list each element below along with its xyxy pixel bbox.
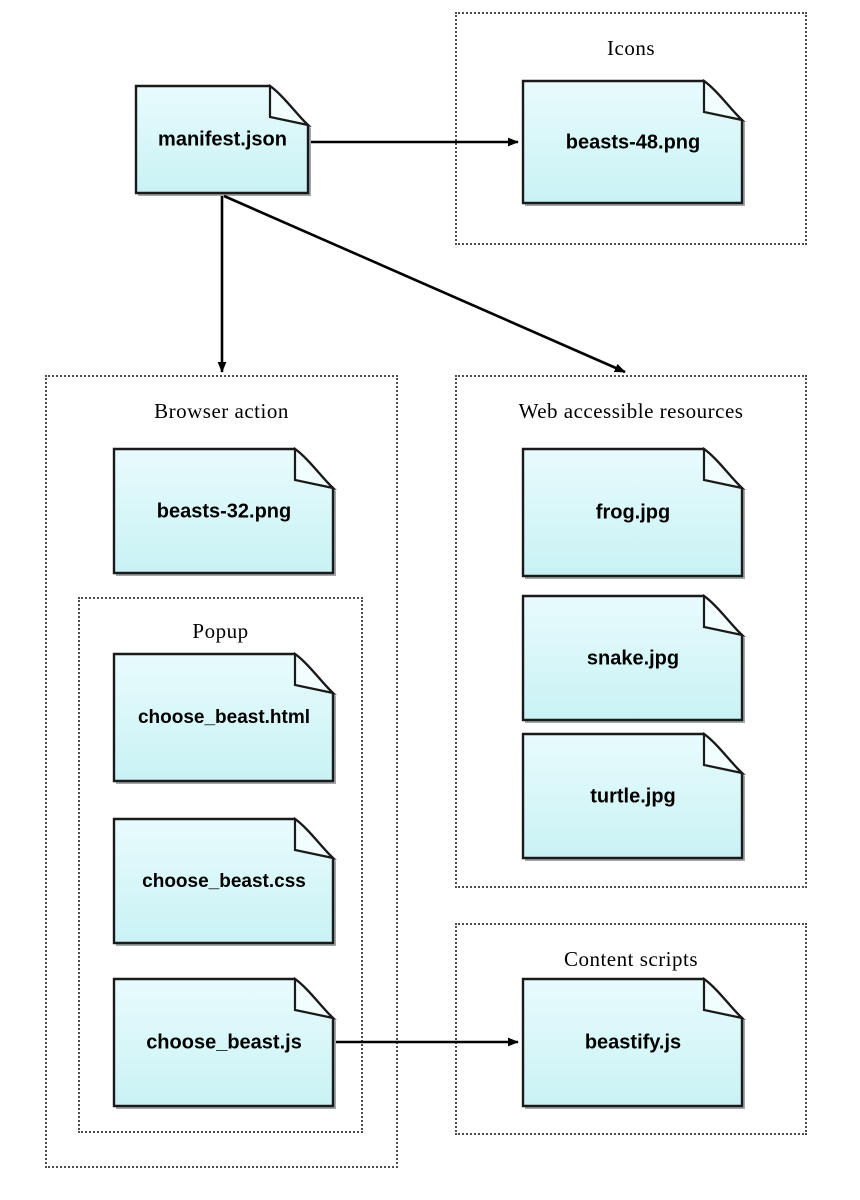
group-content-scripts: Content scripts — [455, 923, 807, 1135]
group-popup: Popup — [78, 597, 363, 1133]
node-snake-jpg[interactable]: snake.jpg — [521, 593, 746, 723]
group-icons: Icons — [455, 12, 807, 245]
node-frog-jpg[interactable]: frog.jpg — [521, 446, 746, 579]
group-title-content-scripts: Content scripts — [563, 947, 699, 971]
group-browser-action: Browser action — [45, 375, 398, 1168]
node-choose-beast-html[interactable]: choose_beast.html — [112, 651, 337, 784]
group-title-browser-action: Browser action — [154, 399, 289, 423]
node-choose-beast-js[interactable]: choose_beast.js — [112, 976, 337, 1109]
group-title-web-accessible-resources: Web accessible resources — [518, 399, 744, 423]
group-web-accessible-resources: Web accessible resources — [455, 375, 807, 888]
node-beasts-32-png[interactable]: beasts-32.png — [112, 446, 337, 576]
node-manifest-json[interactable]: manifest.json — [134, 83, 312, 196]
group-title-icons: Icons — [607, 36, 655, 60]
node-beasts-48-png[interactable]: beasts-48.png — [521, 78, 746, 206]
node-turtle-jpg[interactable]: turtle.jpg — [521, 731, 746, 861]
node-beastify-js[interactable]: beastify.js — [521, 976, 746, 1109]
group-title-popup: Popup — [192, 619, 249, 643]
node-choose-beast-css[interactable]: choose_beast.css — [112, 816, 337, 946]
